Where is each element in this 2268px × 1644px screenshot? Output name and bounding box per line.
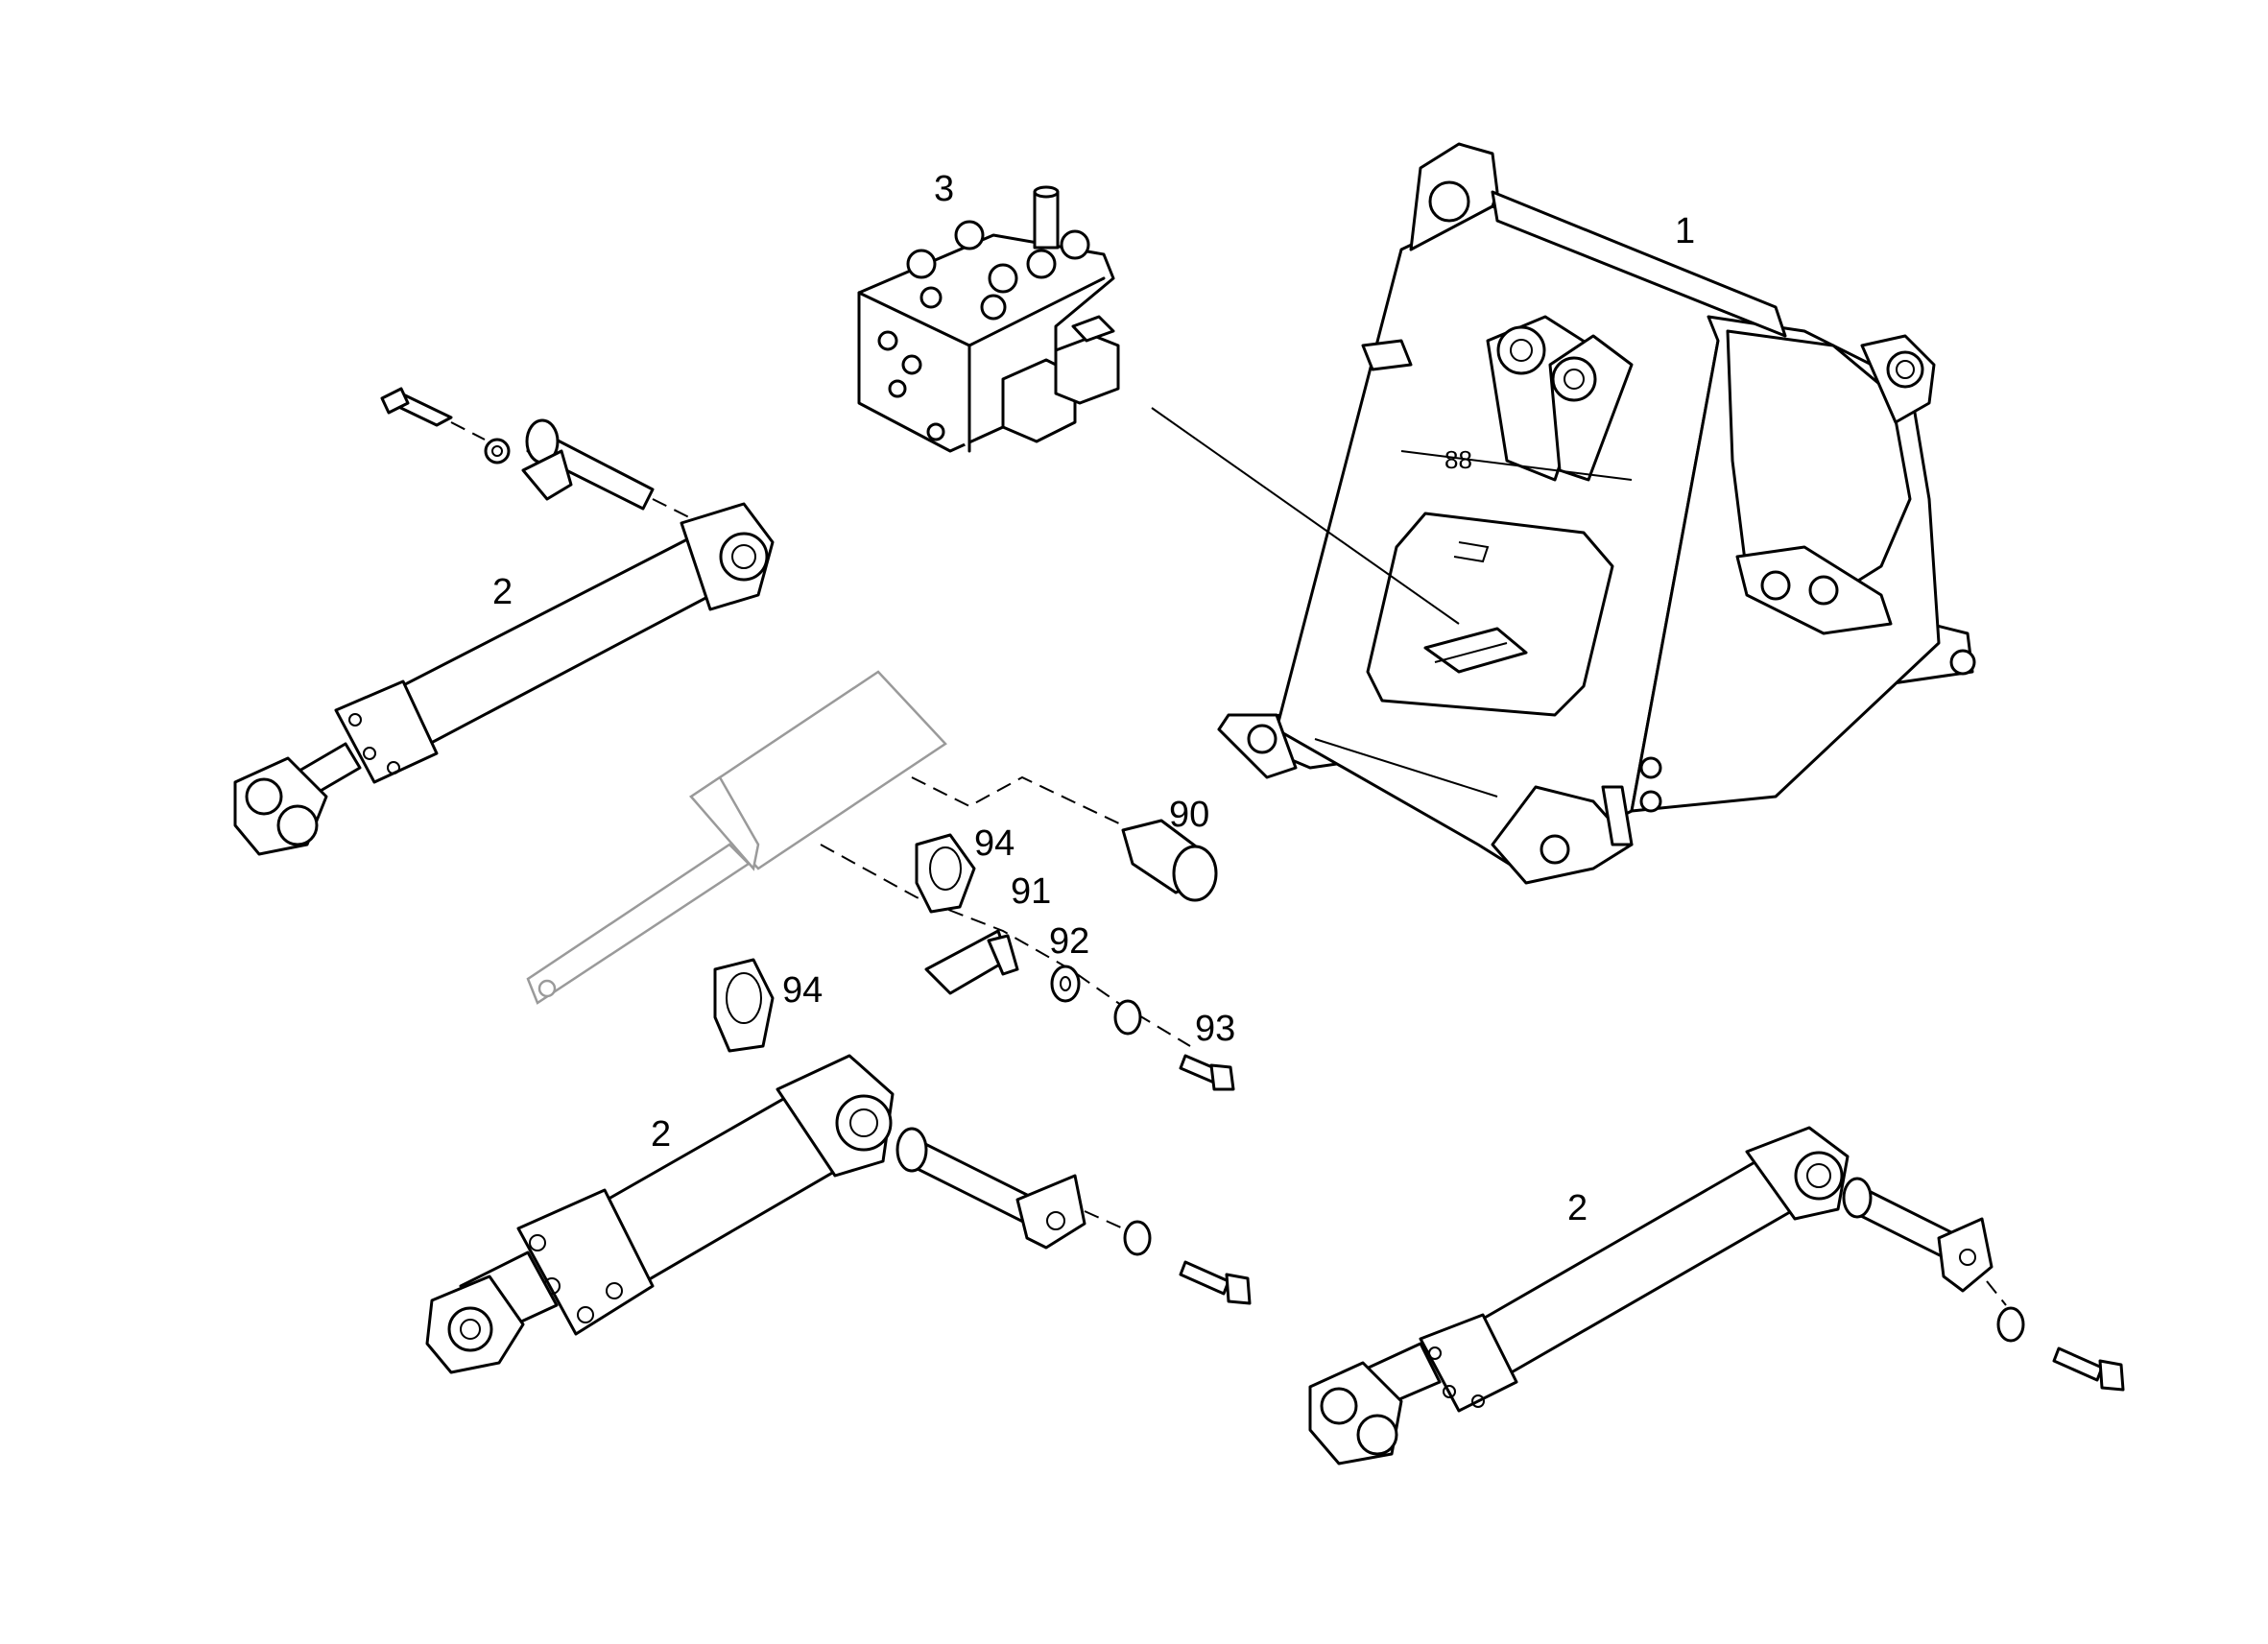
washer-92 <box>1050 965 1081 1003</box>
callout-bracket-91: 91 <box>1011 871 1052 912</box>
loader-frame: 88 <box>1217 142 1976 885</box>
boom-reference-outline <box>526 670 947 1005</box>
callout-clamp-94-lower: 94 <box>782 970 824 1011</box>
callout-screw-93: 93 <box>1195 1009 1236 1049</box>
callout-fitting-90: 90 <box>1169 795 1210 835</box>
control-valve-block <box>857 185 1120 453</box>
assembly-line-90 <box>911 775 1124 826</box>
callout-clamp-94-upper: 94 <box>974 823 1015 864</box>
lock-washer <box>1113 999 1142 1036</box>
clamp-94-upper <box>915 833 976 914</box>
callout-cylinder-top-left: 2 <box>492 572 513 612</box>
callout-cylinder-bottom-center: 2 <box>651 1114 672 1155</box>
screw-93 <box>1179 1054 1235 1091</box>
fitting-90 <box>1121 819 1218 902</box>
hydraulic-cylinder-bottom-center <box>425 1054 1252 1374</box>
callout-valve-block: 3 <box>934 169 955 209</box>
callout-cylinder-bottom-right: 2 <box>1567 1188 1588 1228</box>
hydraulic-cylinder-bottom-right <box>1308 1126 2125 1465</box>
callout-frame: 1 <box>1675 211 1696 251</box>
clamp-94-lower <box>713 958 775 1053</box>
bracket-91 <box>924 929 1019 995</box>
valve-to-frame-leader <box>1151 407 1460 625</box>
callout-washer-92: 92 <box>1049 921 1090 962</box>
hydraulic-cylinder-top-left <box>233 387 775 856</box>
assembly-line-91-93 <box>820 844 1191 1047</box>
